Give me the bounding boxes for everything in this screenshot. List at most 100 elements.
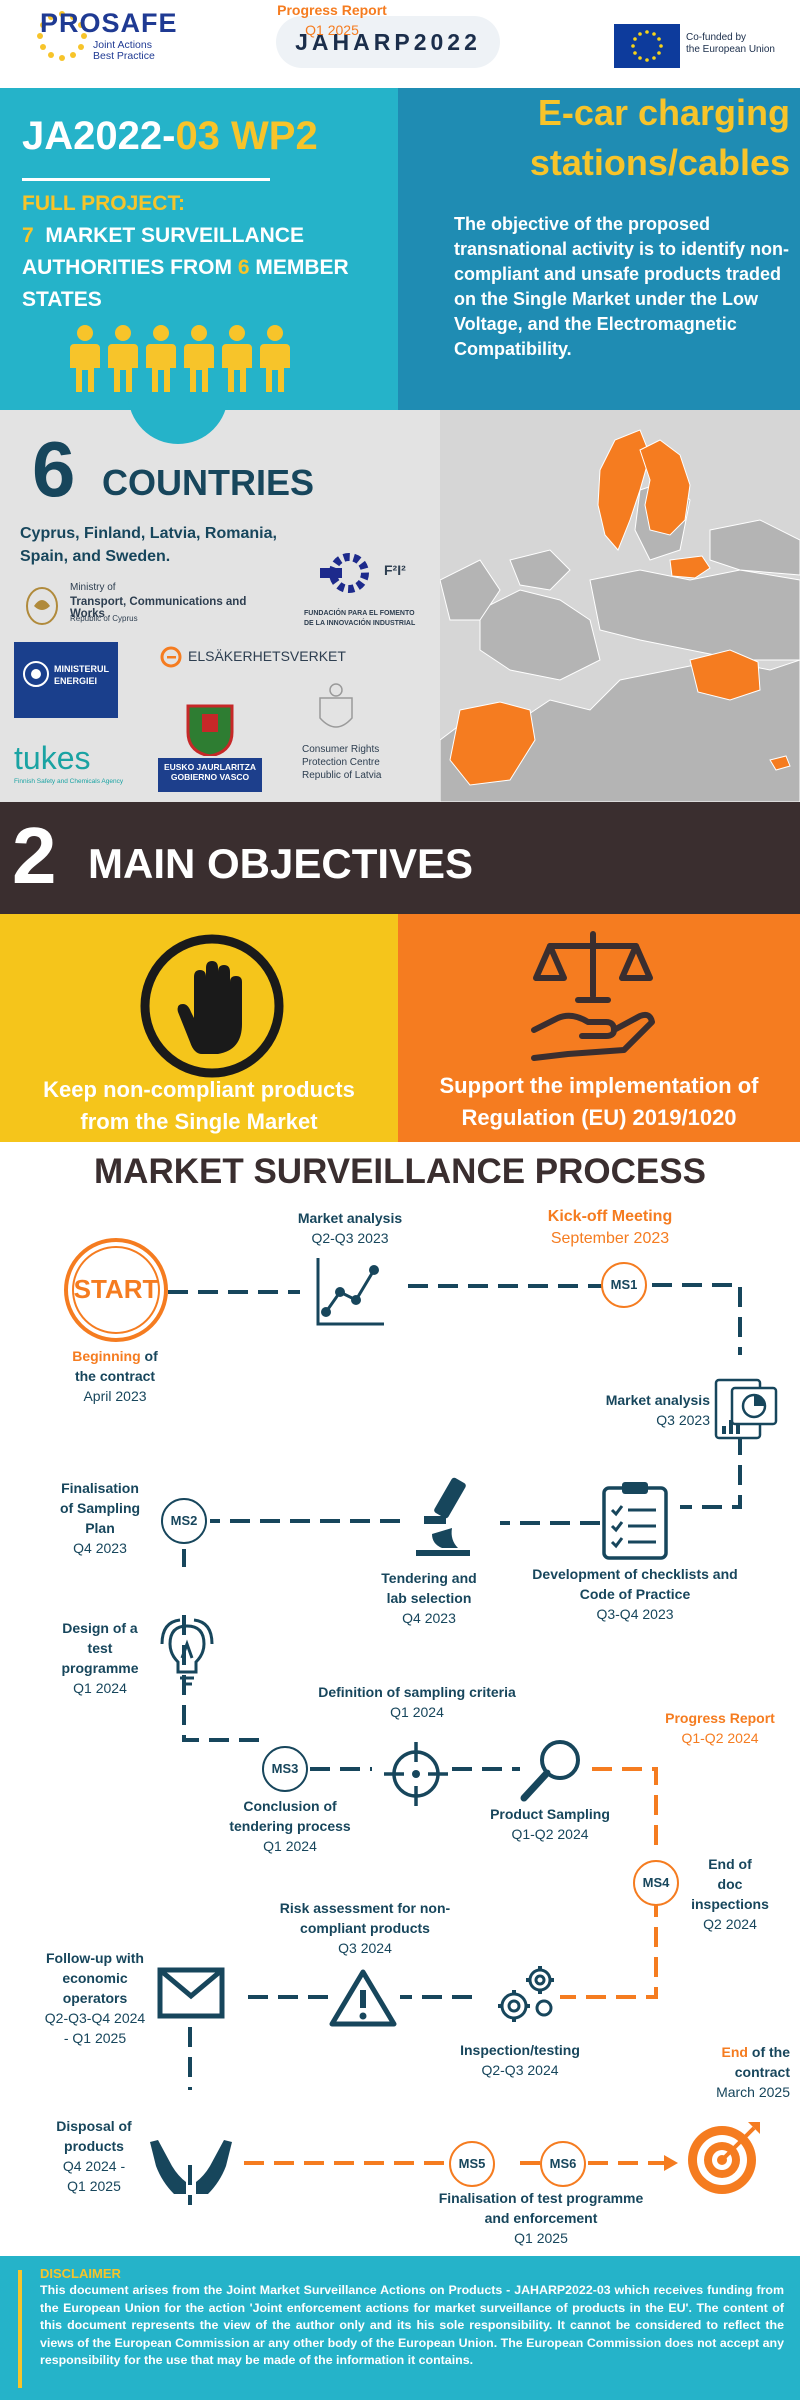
step-inspection-testing: Inspection/testing Q2-Q3 2024 xyxy=(440,2040,600,2080)
sampling-criteria-date: Q1 2024 xyxy=(390,1704,444,1720)
start-badge: START xyxy=(62,1236,170,1344)
people-icon xyxy=(70,325,290,392)
end-of-the: of the xyxy=(751,2044,790,2060)
risk-line2: compliant products xyxy=(300,1920,430,1936)
microscope-icon xyxy=(416,1477,470,1556)
prosafe-tagline-1: Joint Actions xyxy=(93,39,152,51)
tukes-text: tukes xyxy=(14,740,91,776)
objectives-heading: MAIN OBJECTIVES xyxy=(88,840,474,887)
step-tendering: Tendering and lab selection Q4 2023 xyxy=(364,1568,494,1628)
process-heading: MARKET SURVEILLANCE PROCESS xyxy=(94,1152,706,1191)
disposal-line2: products xyxy=(64,2138,124,2154)
objectives-number: 2 xyxy=(12,811,57,900)
eu-cofunded-line2: the European Union xyxy=(686,44,775,55)
cyprus-emblem-icon xyxy=(26,587,58,625)
step-market-analysis-2: Market analysis Q3 2023 xyxy=(560,1390,710,1430)
ma1-title: Market analysis xyxy=(297,1210,403,1226)
map-cyprus xyxy=(769,755,791,771)
objective-right-line1: Support the implementation of xyxy=(439,1073,759,1098)
end-doc-line2: doc xyxy=(717,1876,743,1892)
tendering-line1: Tendering and xyxy=(381,1570,477,1586)
kickoff-date: September 2023 xyxy=(550,1230,670,1247)
eu-cofunded-text: Co-funded by the European Union xyxy=(686,32,775,56)
step-conclusion-tendering: Conclusion of tendering process Q1 2024 xyxy=(210,1796,370,1856)
tukes-subtitle: Finnish Safety and Chemicals Agency xyxy=(14,778,124,785)
product-sampling-title: Product Sampling xyxy=(490,1806,610,1822)
disposal-date-2: Q1 2025 xyxy=(67,2178,121,2194)
eusko-line2: GOBIERNO VASCO xyxy=(170,772,250,782)
latvia-emblem-icon xyxy=(319,683,353,728)
inspection-date: Q2-Q3 2024 xyxy=(481,2062,559,2078)
authorities-count: 7 xyxy=(22,224,34,247)
f2i2-text: F²I² xyxy=(384,562,406,578)
prosafe-tagline: Joint Actions Best Practice xyxy=(93,40,155,62)
risk-line1: Risk assessment for non- xyxy=(279,1900,451,1916)
countries-number: 6 xyxy=(32,425,76,513)
eu-flag-icon xyxy=(614,24,680,68)
f2i2-line1: FUNDACIÓN PARA EL FOMENTO xyxy=(304,610,415,617)
jaharp-logo-text: JAHARP2022 xyxy=(295,29,481,55)
checklists-date: Q3-Q4 2023 xyxy=(596,1606,674,1622)
authorities-text: MARKET SURVEILLANCE AUTHORITIES FROM xyxy=(22,224,304,279)
followup-line1: Follow-up with xyxy=(46,1950,144,1966)
step-progress-report-1: Progress Report Q1-Q2 2024 xyxy=(640,1708,800,1748)
ministerul-line1: MINISTERUL xyxy=(54,664,109,674)
highlighted-countries xyxy=(449,429,791,786)
f2i2-line2: DE LA INNOVACIÓN INDUSTRIAL xyxy=(304,620,416,627)
beginning-contract: the contract xyxy=(74,1368,156,1384)
checklists-line1: Development of checklists and xyxy=(532,1566,738,1582)
prosafe-logo-text: PROSAFE xyxy=(40,8,178,38)
conclusion-line2: tendering process xyxy=(229,1818,351,1834)
full-project-label: FULL PROJECT: xyxy=(22,192,185,215)
tendering-line2: lab selection xyxy=(386,1590,472,1606)
fin-sampling-line3: Plan xyxy=(85,1520,115,1536)
design-line3: programme xyxy=(61,1660,139,1676)
report-analytics-icon xyxy=(714,1378,778,1440)
end-doc-line3: inspections xyxy=(691,1896,769,1912)
latvia-consumer-logo: Consumer Rights Protection Centre Republ… xyxy=(300,680,420,790)
objectives-header: 2 MAIN OBJECTIVES xyxy=(0,802,800,914)
latvia-line1: Consumer Rights xyxy=(302,744,380,755)
step-design-programme: Design of a test programme Q1 2024 xyxy=(40,1618,160,1698)
europe-map xyxy=(440,410,800,802)
end-doc-line1: End of xyxy=(708,1856,752,1872)
prosafe-tagline-2: Best Practice xyxy=(93,50,155,62)
objective-left-line2: from the Single Market xyxy=(80,1109,318,1134)
fin-sampling-line2: of Sampling xyxy=(59,1500,141,1516)
map-sweden xyxy=(597,429,651,551)
objective-left-text: Keep non-compliant products from the Sin… xyxy=(0,1074,398,1138)
end-word: End xyxy=(721,2044,748,2060)
step-finalisation-programme: Finalisation of test programme and enfor… xyxy=(436,2188,646,2248)
objective-right-panel: Support the implementation of Regulation… xyxy=(398,914,800,1142)
project-code-prefix: JA2022- xyxy=(22,114,176,158)
step-disposal: Disposal of products Q4 2024 - Q1 2025 xyxy=(34,2116,154,2196)
disclaimer-title: DISCLAIMER xyxy=(40,2266,121,2281)
line-chart-icon xyxy=(316,1258,384,1326)
stop-hand-icon xyxy=(140,934,284,1078)
full-project-text: FULL PROJECT: 7 MARKET SURVEILLANCE AUTH… xyxy=(22,188,382,316)
eu-stars-ring-icon xyxy=(37,11,87,61)
finalisation-line2: and enforcement xyxy=(484,2210,598,2226)
milestone-ms2: MS2 xyxy=(161,1498,207,1544)
kickoff-title: Kick-off Meeting xyxy=(547,1208,673,1225)
followup-line3: operators xyxy=(62,1990,128,2006)
step-risk-assessment: Risk assessment for non- compliant produ… xyxy=(260,1898,470,1958)
step-kickoff: Kick-off Meeting September 2023 xyxy=(520,1206,700,1250)
step-beginning: Beginning of the contract April 2023 xyxy=(40,1346,190,1406)
project-code: JA2022-03 WP2 xyxy=(22,114,318,159)
project-summary-panel: JA2022-03 WP2 FULL PROJECT: 7 MARKET SUR… xyxy=(0,88,398,410)
step-sampling-criteria: Definition of sampling criteria Q1 2024 xyxy=(292,1682,542,1722)
crosshair-target-icon xyxy=(384,1742,448,1806)
step-end-doc-inspections: End of doc inspections Q2 2024 xyxy=(680,1854,780,1934)
design-line2: test xyxy=(87,1640,113,1656)
giving-hands-icon xyxy=(150,2140,232,2194)
milestone-ms3: MS3 xyxy=(262,1746,308,1792)
map-spain xyxy=(449,701,536,786)
step-product-sampling: Product Sampling Q1-Q2 2024 xyxy=(470,1804,630,1844)
eusko-line1: EUSKO JAURLARITZA xyxy=(163,762,257,772)
ministerul-energiei-logo: MINISTERUL ENERGIEI xyxy=(14,642,118,718)
disclaimer-accent-bar xyxy=(18,2270,22,2388)
ma1-date: Q2-Q3 2023 xyxy=(311,1230,389,1246)
warning-icon xyxy=(329,1969,397,2027)
ma2-title: Market analysis xyxy=(605,1392,710,1408)
